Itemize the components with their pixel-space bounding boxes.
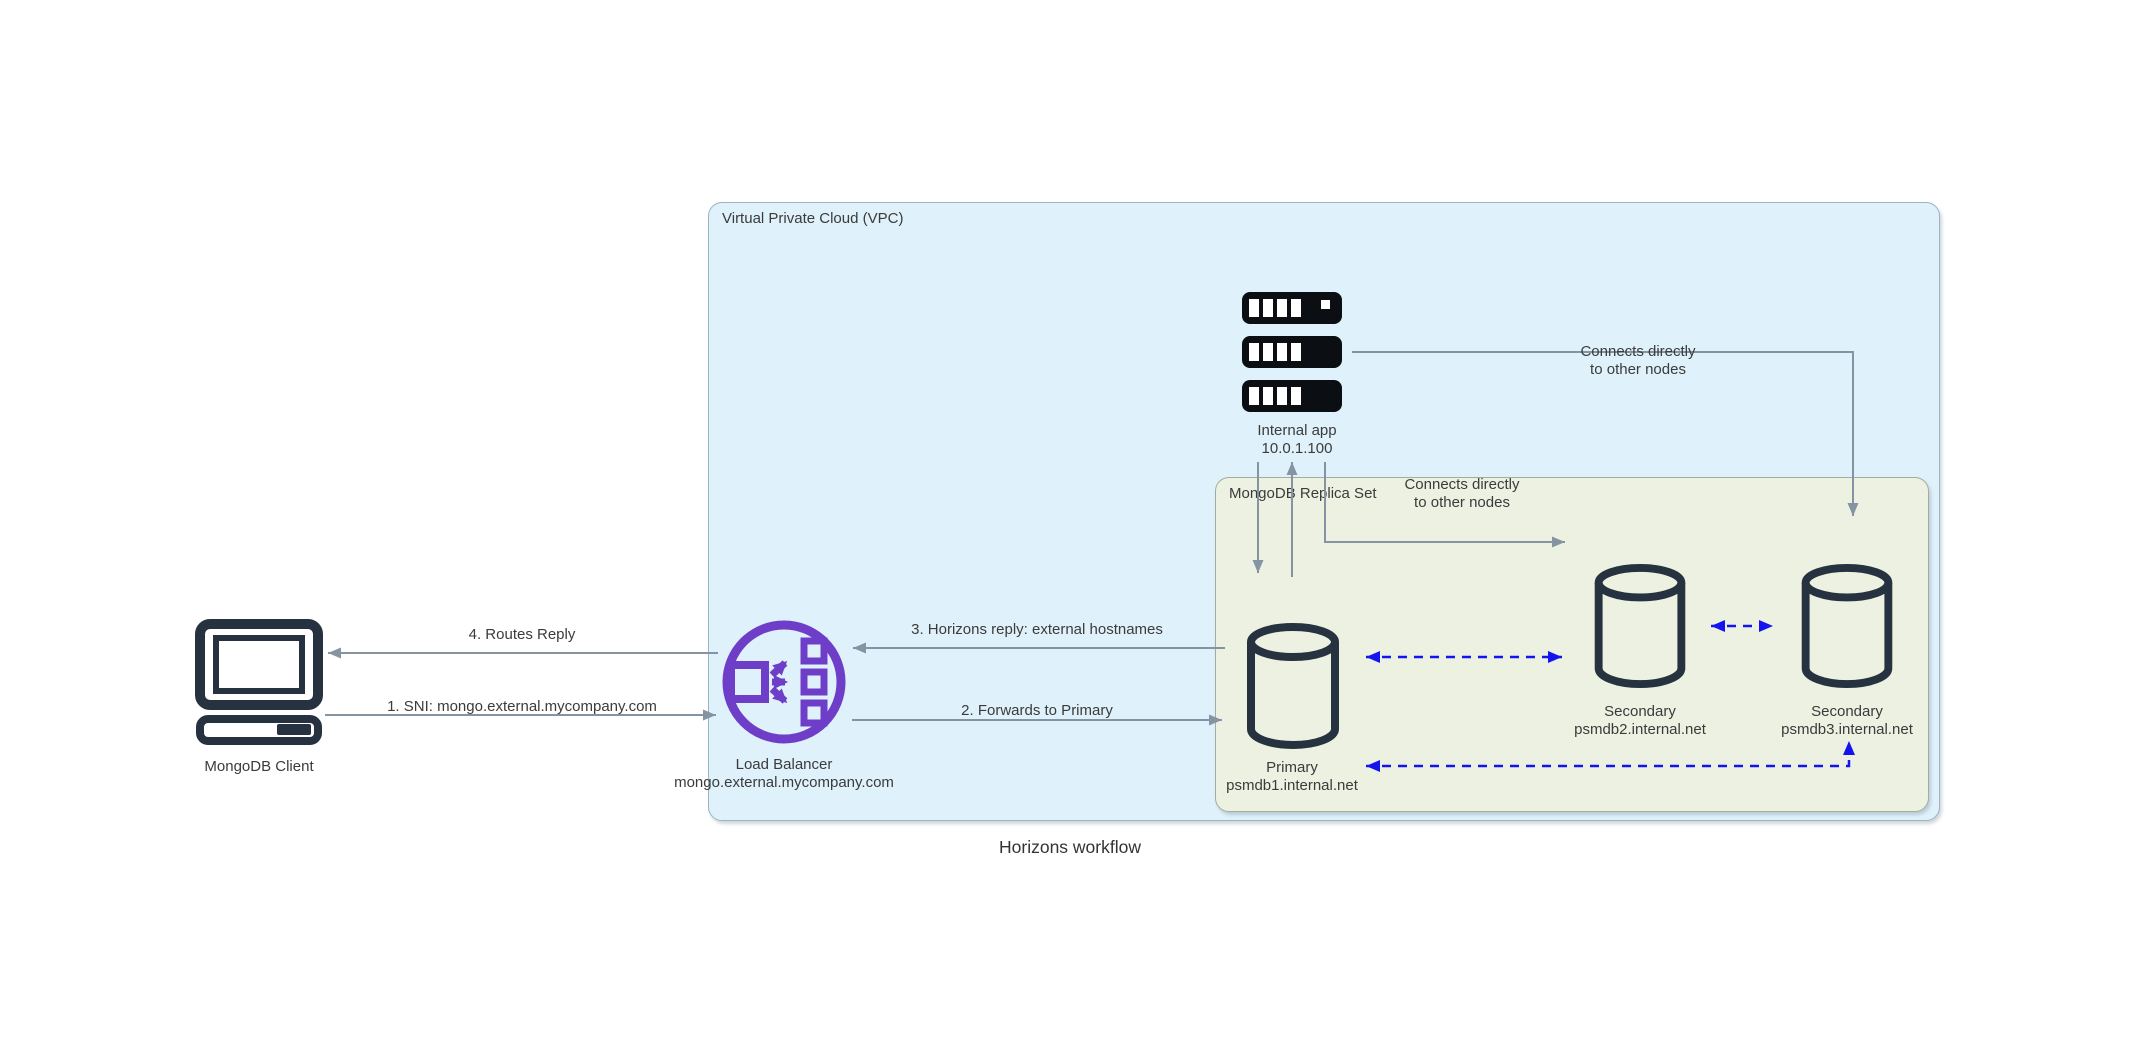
diagram-title: Horizons workflow: [999, 837, 1141, 857]
internal-app-ip: 10.0.1.100: [1261, 440, 1333, 457]
primary-hostname: psmdb1.internal.net: [1226, 777, 1358, 794]
flow-label-step2: 2. Forwards to Primary: [961, 702, 1113, 719]
load-balancer-icon: [722, 620, 846, 744]
vpc-label: Virtual Private Cloud (VPC): [722, 210, 904, 227]
load-balancer-label: Load Balancer mongo.external.mycompany.c…: [674, 756, 894, 792]
database-cylinder-icon: [1801, 563, 1893, 688]
flow-label-step4: 4. Routes Reply: [468, 626, 576, 643]
secondary2-role: Secondary: [1604, 703, 1676, 720]
secondary3-hostname: psmdb3.internal.net: [1781, 721, 1913, 738]
secondary3-label: Secondary psmdb3.internal.net: [1781, 703, 1913, 739]
connects-directly-label-top: Connects directly to other nodes: [1580, 343, 1696, 378]
internal-app-name: Internal app: [1257, 422, 1337, 439]
flow-label-step1: 1. SNI: mongo.external.mycompany.com: [387, 698, 657, 715]
load-balancer-name: Load Balancer: [735, 756, 833, 773]
desktop-computer-icon: [195, 619, 323, 745]
database-cylinder-icon: [1247, 623, 1339, 749]
database-cylinder-icon: [1594, 563, 1686, 688]
client-label: MongoDB Client: [204, 758, 314, 775]
server-stack-icon: [1242, 292, 1342, 412]
primary-label: Primary psmdb1.internal.net: [1226, 759, 1358, 795]
secondary2-label: Secondary psmdb2.internal.net: [1574, 703, 1706, 739]
primary-role: Primary: [1266, 759, 1318, 776]
server-row: [1242, 336, 1342, 368]
server-row: [1242, 380, 1342, 412]
replica-set-label: MongoDB Replica Set: [1229, 485, 1377, 502]
internal-app-label: Internal app 10.0.1.100: [1257, 422, 1336, 458]
flow-label-step3: 3. Horizons reply: external hostnames: [911, 621, 1163, 638]
secondary2-hostname: psmdb2.internal.net: [1574, 721, 1706, 738]
server-row: [1242, 292, 1342, 324]
load-balancer-hostname: mongo.external.mycompany.com: [674, 774, 894, 791]
secondary3-role: Secondary: [1811, 703, 1883, 720]
connects-directly-label-inner: Connects directly to other nodes: [1404, 476, 1520, 511]
